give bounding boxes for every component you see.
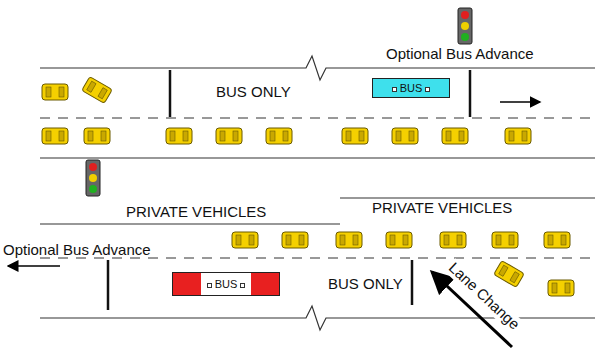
lane-label: BUS ONLY [328, 276, 403, 293]
median-line [340, 197, 595, 198]
car-icon [42, 128, 68, 144]
median-line [40, 223, 340, 224]
direction-arrow [500, 101, 540, 103]
bus-icon: BUS [172, 272, 280, 296]
lane-label: PRIVATE VEHICLES [126, 204, 266, 221]
bus-text: BUS [200, 278, 253, 290]
car-icon [266, 128, 292, 144]
stop-line [169, 70, 172, 117]
bus-icon: BUS [372, 78, 450, 98]
median-line [40, 157, 595, 158]
lane-label: BUS ONLY [216, 84, 291, 101]
car-icon [440, 232, 466, 248]
car-icon [392, 128, 418, 144]
car-icon [282, 232, 308, 248]
stop-line [411, 260, 414, 305]
car-icon [166, 128, 192, 144]
car-icon [548, 280, 574, 296]
car-icon [544, 232, 570, 248]
car-icon [505, 128, 531, 144]
bus-text: BUS [385, 82, 438, 94]
stop-line [469, 70, 472, 117]
car-icon [442, 128, 468, 144]
car-icon [232, 232, 258, 248]
lane-label: PRIVATE VEHICLES [372, 200, 512, 217]
car-icon [42, 84, 68, 100]
car-icon [336, 232, 362, 248]
stop-line [107, 260, 110, 310]
direction-arrow [8, 265, 60, 267]
car-icon [386, 232, 412, 248]
car-icon [216, 128, 242, 144]
car-icon [342, 128, 368, 144]
lane-note: Optional Bus Advance [3, 242, 151, 259]
lane-note: Optional Bus Advance [386, 46, 534, 63]
car-icon [492, 232, 518, 248]
traffic-signal [458, 8, 472, 44]
lane-dash [40, 118, 595, 119]
car-icon [84, 128, 110, 144]
car-icon [494, 261, 525, 288]
car-icon [82, 77, 113, 104]
traffic-signal [86, 160, 100, 196]
